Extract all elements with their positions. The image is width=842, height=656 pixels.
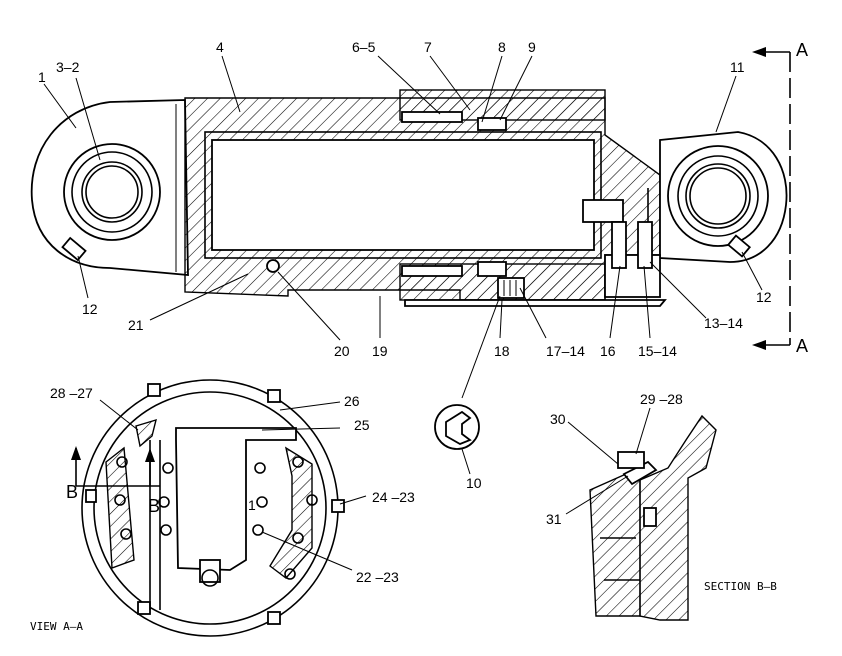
right-eye-bore-core xyxy=(689,167,747,225)
leader-lines xyxy=(43,55,763,399)
view-a-a xyxy=(71,379,345,637)
view-a-a-caption: VIEW A–A xyxy=(30,620,83,633)
grease-fitting-left xyxy=(61,236,87,262)
callout-center-1: 1 xyxy=(248,497,256,513)
section-line-b xyxy=(71,446,160,487)
callout-15-14: 15–14 xyxy=(638,343,677,359)
callout-8: 8 xyxy=(498,39,506,55)
callout-22-23: 22 –23 xyxy=(356,569,399,585)
section-leader-lines xyxy=(565,407,651,515)
callout-4: 4 xyxy=(216,39,224,55)
left-eye-bore-core xyxy=(85,165,139,219)
callout-24-23: 24 –23 xyxy=(372,489,415,505)
callout-31: 31 xyxy=(546,511,562,527)
callout-26: 26 xyxy=(344,393,360,409)
right-eye-bore-ring xyxy=(677,155,759,237)
callout-6-5: 6–5 xyxy=(352,39,376,55)
callout-12-right: 12 xyxy=(756,289,772,305)
section-letters: A A B B xyxy=(66,40,808,516)
left-eye-bore-outer xyxy=(63,143,161,241)
section-a-bottom: A xyxy=(796,336,808,356)
callout-3-2: 3–2 xyxy=(56,59,80,75)
piston-chamber xyxy=(211,139,595,251)
callout-30: 30 xyxy=(550,411,566,427)
callout-11: 11 xyxy=(730,59,745,75)
center-housing xyxy=(175,427,297,571)
right-eye-bore-inner xyxy=(685,163,751,229)
left-eye-bore-ring xyxy=(71,151,153,233)
section-line-a xyxy=(752,47,791,350)
cylinder-section xyxy=(30,47,791,350)
bottom-fitting xyxy=(199,559,221,583)
callout-10: 10 xyxy=(466,475,482,491)
callout-29-28: 29 –28 xyxy=(640,391,683,407)
callout-12-left: 12 xyxy=(82,301,98,317)
view-leader-lines xyxy=(99,399,367,571)
relief-valve-15 xyxy=(637,221,653,269)
right-eye-bore-outer xyxy=(667,145,769,247)
callout-20: 20 xyxy=(334,343,350,359)
callout-28-27: 28 –27 xyxy=(50,385,93,401)
callout-19: 19 xyxy=(372,343,388,359)
flange-bolts xyxy=(85,383,345,625)
section-a-top: A xyxy=(796,40,808,60)
callout-16: 16 xyxy=(600,343,616,359)
section-b-right: B xyxy=(148,496,160,516)
detail-10-seal xyxy=(434,404,480,475)
lock-ring-segments xyxy=(105,418,313,579)
cap-screw-29 xyxy=(617,451,645,469)
grease-fitting-right xyxy=(726,234,752,258)
callout-13-14: 13–14 xyxy=(704,315,743,331)
section-b-left: B xyxy=(66,482,78,502)
callout-9: 9 xyxy=(528,39,536,55)
callout-18: 18 xyxy=(494,343,510,359)
left-eye-bore-inner xyxy=(81,161,143,223)
callout-labels: 1 3–2 4 6–5 7 8 9 11 12 12 21 20 19 18 1… xyxy=(38,39,772,585)
callout-7: 7 xyxy=(424,39,432,55)
relief-valve-16 xyxy=(611,221,627,269)
section-b-b xyxy=(589,414,717,621)
callout-17-14: 17–14 xyxy=(546,343,585,359)
callout-21: 21 xyxy=(128,317,144,333)
callout-1: 1 xyxy=(38,69,46,85)
tube-taper xyxy=(404,299,667,307)
callout-25: 25 xyxy=(354,417,370,433)
section-b-b-caption: SECTION B–B xyxy=(704,580,777,593)
